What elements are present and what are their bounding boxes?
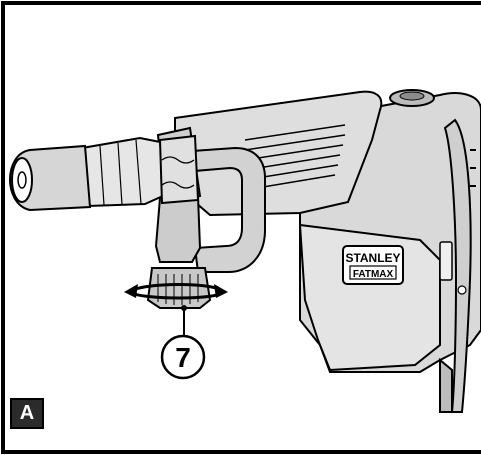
clamp-wave-lines <box>161 156 195 189</box>
brand-bottom-text: FATMAX <box>353 269 394 280</box>
side-handle-clamp <box>158 134 200 205</box>
panel-label: A <box>10 398 44 429</box>
gear-housing <box>174 90 383 217</box>
brand-top-text: STANLEY <box>345 251 400 265</box>
callout-circle-icon <box>160 334 206 380</box>
adjustment-knob <box>146 267 212 309</box>
chuck-body <box>80 136 167 208</box>
bit-opening-inner <box>17 171 27 189</box>
vent-marks <box>470 149 476 187</box>
brand-bottom-box <box>349 265 397 280</box>
lower-housing <box>298 223 441 372</box>
rotation-arrowhead-right <box>214 284 228 298</box>
top-cap-inner <box>399 91 425 101</box>
side-handle-stem <box>154 194 202 263</box>
lock-symbol-icon <box>457 285 467 295</box>
handle-cord-end <box>439 357 453 413</box>
chuck-grooves <box>99 139 142 206</box>
callout-dot <box>181 305 187 311</box>
switch-slot <box>439 241 453 281</box>
callout-number: 7 <box>175 342 191 373</box>
side-handle <box>176 146 266 273</box>
rotation-arrowhead-left <box>124 284 138 298</box>
